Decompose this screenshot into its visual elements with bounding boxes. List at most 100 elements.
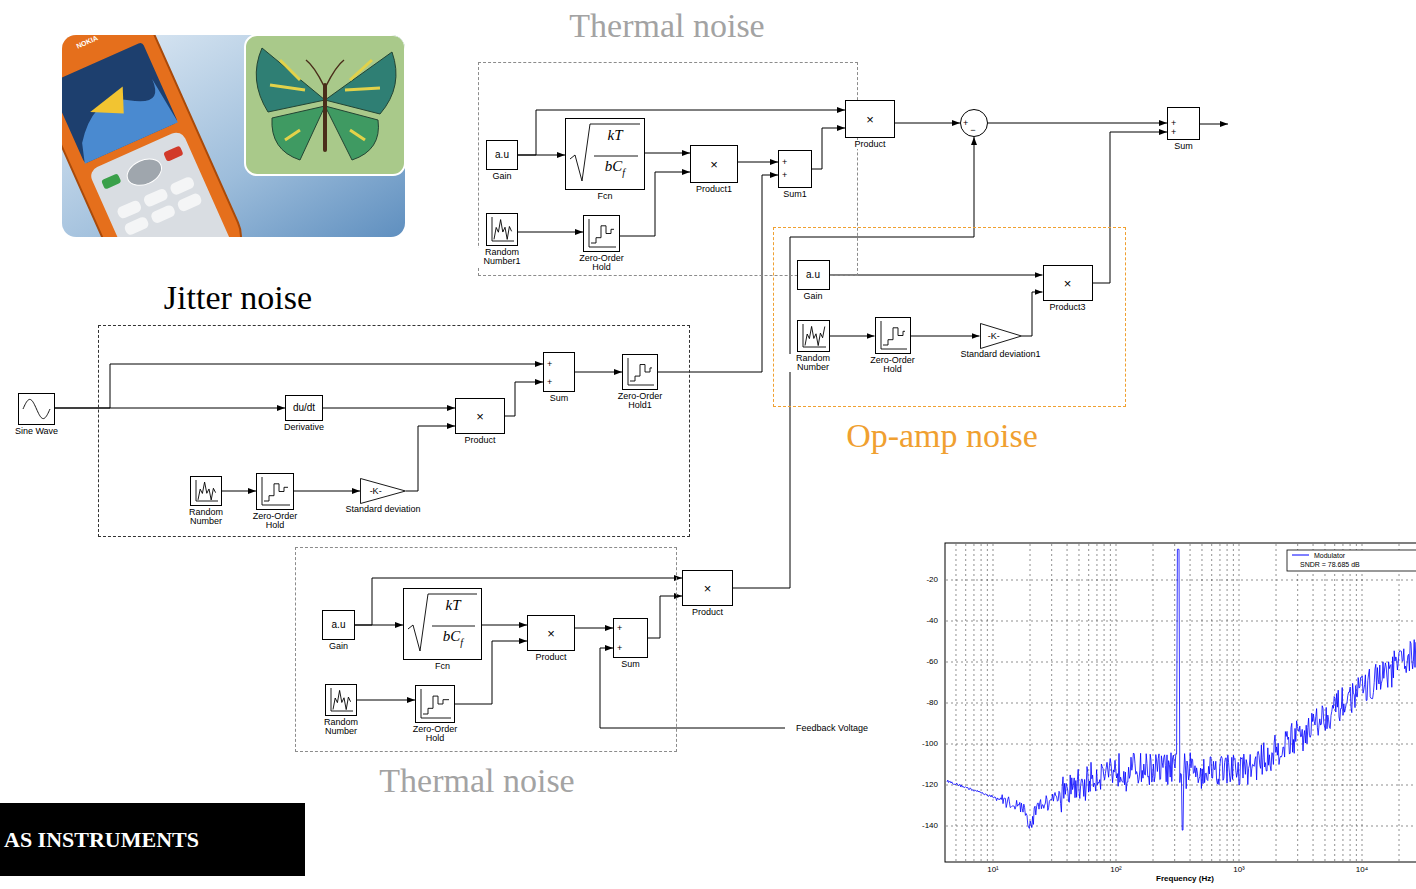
block-name: Product bbox=[691, 608, 724, 617]
grid-line bbox=[1153, 544, 1154, 861]
formula-text: bC bbox=[605, 159, 623, 174]
axis-title: Frequency (Hz) bbox=[1156, 875, 1214, 883]
grid-line bbox=[1051, 544, 1052, 861]
legend-entry: Modulator bbox=[1292, 551, 1345, 559]
sign: + bbox=[963, 119, 968, 128]
axis-tick-label: -60 bbox=[926, 658, 938, 666]
grid-line bbox=[993, 544, 994, 861]
brand-mark: NOKIA bbox=[75, 34, 98, 50]
block-name: Sum bbox=[620, 660, 641, 669]
zoh-shape bbox=[257, 474, 293, 509]
block-name: Product bbox=[463, 436, 496, 445]
fcn-block: kTbCfFcn bbox=[403, 588, 482, 660]
triangle-outline bbox=[361, 479, 406, 504]
grid-line bbox=[946, 621, 1416, 622]
random-number-block: Random Number bbox=[190, 476, 222, 506]
grid-line bbox=[946, 785, 1416, 786]
grid-line bbox=[973, 544, 974, 861]
phone-end-key bbox=[163, 146, 184, 162]
axis-tick-label: 10¹ bbox=[987, 866, 999, 874]
signal-line bbox=[518, 110, 845, 155]
grid-line bbox=[946, 580, 1416, 581]
mobile-phone bbox=[62, 35, 252, 237]
junction-circle bbox=[961, 110, 988, 137]
block-name: Zero-Order Hold bbox=[404, 725, 466, 744]
zoh-shape bbox=[416, 686, 454, 722]
plot-axes bbox=[881, 321, 907, 349]
phone-illustration bbox=[62, 35, 405, 237]
block-name: Standard deviation bbox=[344, 505, 421, 514]
operator-symbol: × bbox=[547, 627, 555, 640]
feedback-wire bbox=[600, 648, 785, 728]
sum-junction: +− bbox=[960, 109, 988, 137]
screen-picture bbox=[86, 87, 133, 126]
std-shape bbox=[360, 478, 406, 504]
output-wire bbox=[1200, 124, 1228, 125]
plot-axes bbox=[628, 358, 654, 385]
subsystem-group: Thermal noisea.uGainkTbCfFcn×Product++Su… bbox=[295, 547, 677, 752]
block-name: Fcn bbox=[434, 662, 451, 671]
formula-subscript: f bbox=[460, 638, 463, 648]
fcn-block: kTbCfFcn bbox=[565, 118, 645, 190]
axis-tick-label: 10² bbox=[1110, 866, 1122, 874]
product-block: ×Product bbox=[845, 100, 895, 138]
sign: + bbox=[1171, 128, 1176, 137]
grid-line bbox=[965, 544, 966, 861]
round-shape bbox=[960, 109, 988, 137]
plot-axes bbox=[331, 688, 353, 711]
signal-line bbox=[1022, 292, 1043, 336]
block-name: Standard deviation1 bbox=[959, 350, 1041, 359]
signal-line bbox=[406, 426, 455, 491]
block-name: Gain bbox=[802, 292, 823, 301]
block-name: Sum bbox=[1173, 142, 1194, 151]
step-trace bbox=[591, 226, 614, 243]
random-number-block: Random Number1 bbox=[486, 213, 518, 246]
fraction-bar bbox=[594, 156, 638, 157]
random-number-block: Random Number bbox=[325, 684, 357, 716]
phone-key bbox=[169, 176, 196, 197]
block-name: Zero-Order Hold1 bbox=[609, 392, 671, 411]
sum-block: ++Sum1 bbox=[778, 150, 812, 188]
legend-line-sample bbox=[1292, 551, 1310, 559]
logo-text: AS INSTRUMENTS bbox=[4, 829, 199, 851]
rand-shape bbox=[798, 321, 829, 351]
group-heading: Op-amp noise bbox=[846, 419, 1038, 453]
gain-value: -K- bbox=[370, 487, 382, 496]
sine-shape bbox=[19, 394, 54, 424]
operator-symbol: × bbox=[710, 158, 718, 171]
grid-line bbox=[1233, 544, 1234, 861]
zero-order-hold-block: Zero-Order Hold bbox=[415, 685, 455, 723]
phone-key bbox=[176, 192, 203, 213]
grid-line bbox=[1219, 544, 1220, 861]
sum-block: ++Sum bbox=[543, 352, 575, 392]
signal-line bbox=[911, 336, 980, 337]
group-heading: Thermal noise bbox=[379, 764, 574, 798]
signal-line bbox=[738, 162, 778, 163]
grid-line bbox=[1088, 544, 1089, 861]
signal-line bbox=[812, 128, 845, 169]
butterfly-antennae bbox=[306, 60, 344, 86]
root-sign bbox=[570, 124, 640, 181]
group-heading: Thermal noise bbox=[569, 9, 764, 43]
random-number-block: Random Number bbox=[797, 320, 830, 352]
step-trace bbox=[630, 365, 652, 381]
axis-tick-label: 10⁴ bbox=[1356, 866, 1368, 874]
spectrum-plot bbox=[945, 543, 1416, 862]
sine-wave-block: Sine Wave bbox=[18, 393, 55, 425]
plot-axes bbox=[803, 324, 826, 347]
block-name: Product3 bbox=[1048, 303, 1086, 312]
block-name: Gain bbox=[491, 172, 512, 181]
grid-line bbox=[1356, 544, 1357, 861]
zoh-shape bbox=[584, 216, 619, 251]
signal-line bbox=[294, 491, 360, 492]
grid-line bbox=[1276, 544, 1277, 861]
phone-key bbox=[123, 216, 150, 237]
root-sign bbox=[408, 594, 477, 651]
butterfly-picture bbox=[256, 48, 396, 160]
signal-line bbox=[648, 596, 682, 638]
logo-band: AS INSTRUMENTS bbox=[0, 803, 305, 876]
grid-line bbox=[981, 544, 982, 861]
fraction-bar bbox=[432, 626, 475, 627]
